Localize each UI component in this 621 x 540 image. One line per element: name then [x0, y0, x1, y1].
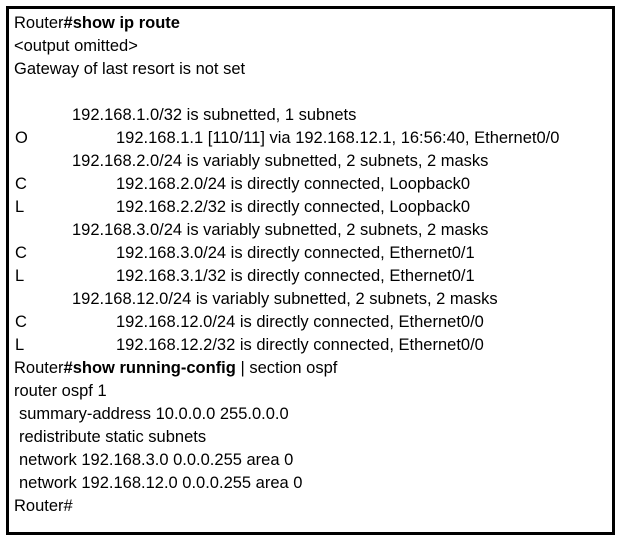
cli-command-text: #show running-config — [63, 359, 236, 377]
terminal-line-route: C 192.168.12.0/24 is directly connected, … — [14, 311, 608, 334]
route-entry-text: 192.168.2.0/24 is directly connected, Lo… — [116, 175, 471, 193]
route-entry-text: 192.168.1.1 [110/11] via 192.168.12.1, 1… — [116, 129, 560, 147]
terminal-line-route: L 192.168.2.2/32 is directly connected, L… — [14, 196, 608, 219]
cli-command-suffix: | section ospf — [235, 359, 338, 377]
route-entry-text: 192.168.3.0/24 is directly connected, Et… — [116, 244, 475, 262]
cli-command-text: #show ip route — [63, 14, 180, 32]
terminal-line-text: <output omitted> — [14, 35, 608, 58]
cli-prompt-text: Router — [14, 359, 64, 377]
terminal-body: Router#show ip route<output omitted>Gate… — [14, 12, 608, 518]
terminal-line-command: Router#show running-config | section osp… — [14, 357, 608, 380]
cli-prompt-text: Router — [14, 14, 64, 32]
terminal-line-text: Router# — [14, 497, 73, 515]
route-code-letter: L — [15, 267, 25, 285]
terminal-line-route: C 192.168.2.0/24 is directly connected, L… — [14, 173, 608, 196]
terminal-line-text: 192.168.2.0/24 is variably subnetted, 2 … — [72, 152, 489, 170]
terminal-line-subnet-header: 192.168.1.0/32 is subnetted, 1 subnets — [14, 104, 608, 127]
terminal-line-text: redistribute static subnets — [19, 428, 207, 446]
route-entry-text: 192.168.12.0/24 is directly connected, E… — [116, 313, 484, 331]
route-code-letter: L — [15, 336, 25, 354]
terminal-line-text: <output omitted> — [14, 37, 138, 55]
route-entry-text: 192.168.12.2/32 is directly connected, E… — [116, 336, 484, 354]
terminal-line-command: Router#show ip route — [14, 12, 608, 35]
terminal-line-text: network 192.168.3.0 0.0.0.255 area 0 — [19, 451, 294, 469]
terminal-line-blank — [14, 81, 608, 104]
terminal-line-route: C 192.168.3.0/24 is directly connected, E… — [14, 242, 608, 265]
terminal-line-subnet-header: 192.168.12.0/24 is variably subnetted, 2… — [14, 288, 608, 311]
terminal-line-config: router ospf 1 — [14, 380, 608, 403]
terminal-line-text: router ospf 1 — [14, 382, 107, 400]
route-code-letter: L — [15, 198, 25, 216]
terminal-line-prompt: Router# — [14, 495, 608, 518]
terminal-line-text: 192.168.3.0/24 is variably subnetted, 2 … — [72, 221, 489, 239]
terminal-line-route: L 192.168.12.2/32 is directly connected, … — [14, 334, 608, 357]
route-code-letter: C — [15, 175, 27, 193]
terminal-line-config: network 192.168.3.0 0.0.0.255 area 0 — [14, 449, 608, 472]
terminal-line-text: Gateway of last resort is not set — [14, 58, 608, 81]
route-entry-text: 192.168.3.1/32 is directly connected, Et… — [116, 267, 475, 285]
terminal-line-text: network 192.168.12.0 0.0.0.255 area 0 — [19, 474, 303, 492]
terminal-line-text: Gateway of last resort is not set — [14, 60, 246, 78]
route-code-letter: C — [15, 313, 27, 331]
route-code-letter: O — [15, 129, 28, 147]
route-code-letter: C — [15, 244, 27, 262]
terminal-line-text: summary-address 10.0.0.0 255.0.0.0 — [19, 405, 289, 423]
terminal-line-text: 192.168.12.0/24 is variably subnetted, 2… — [72, 290, 498, 308]
route-entry-text: 192.168.2.2/32 is directly connected, Lo… — [116, 198, 471, 216]
terminal-line-subnet-header: 192.168.3.0/24 is variably subnetted, 2 … — [14, 219, 608, 242]
terminal-line-route: L 192.168.3.1/32 is directly connected, E… — [14, 265, 608, 288]
terminal-line-subnet-header: 192.168.2.0/24 is variably subnetted, 2 … — [14, 150, 608, 173]
terminal-output-panel: Router#show ip route<output omitted>Gate… — [6, 6, 615, 535]
terminal-line-text: 192.168.1.0/32 is subnetted, 1 subnets — [72, 106, 357, 124]
terminal-line-config: redistribute static subnets — [14, 426, 608, 449]
terminal-line-route: O 192.168.1.1 [110/11] via 192.168.12.1, … — [14, 127, 608, 150]
terminal-line-config: network 192.168.12.0 0.0.0.255 area 0 — [14, 472, 608, 495]
terminal-line-config: summary-address 10.0.0.0 255.0.0.0 — [14, 403, 608, 426]
